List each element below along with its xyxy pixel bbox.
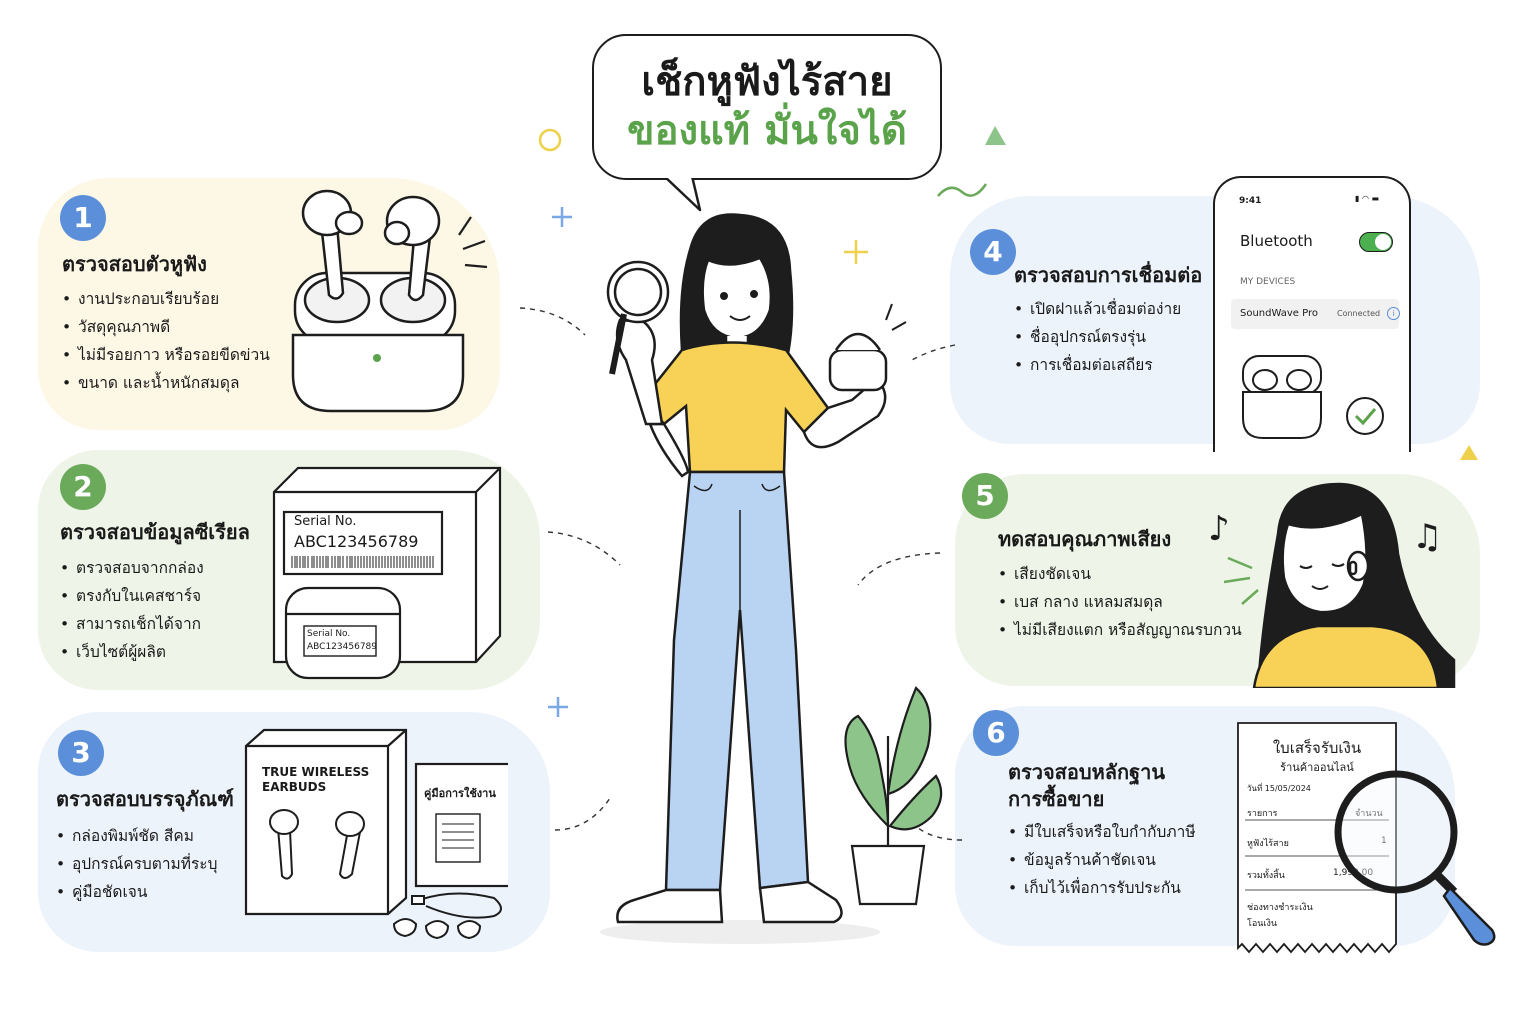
svg-text:♪: ♪ [1208, 509, 1230, 549]
svg-text:♫: ♫ [1412, 517, 1442, 557]
title-main: เช็กหูฟังไร้สาย [641, 59, 893, 105]
section-4-bullets: เปิดฝาแล้วเชื่อมต่อง่าย ชื่ออุปกรณ์ตรงรุ… [1014, 295, 1181, 379]
receipt-total-label: รวมทั้งสิ้น [1247, 871, 1285, 881]
receipt-col-qty: จำนวน [1355, 809, 1383, 819]
title-subtitle: ของแท้ มั่นใจได้ [627, 108, 907, 154]
phone-status-icons: ▮ ◠ ▬ [1355, 194, 1380, 203]
phone-illustration: 9:41 ▮ ◠ ▬ Bluetooth MY DEVICES SoundWav… [1213, 176, 1411, 452]
receipt-payment-value: โอนเงิน [1247, 919, 1278, 929]
woman-with-magnifier-illustration [600, 213, 907, 944]
phone-status-time: 9:41 [1239, 196, 1262, 206]
section-3-bullet: คู่มือชัดเจน [56, 878, 217, 906]
package-illustration: TRUE WIRELESS EARBUDS คู่มือการใช้งาน [244, 728, 508, 948]
bluetooth-label: Bluetooth [1240, 232, 1313, 250]
box-serial-number: ABC123456789 [294, 532, 419, 551]
section-2-bullet: ตรงกับในเคสชาร์จ [60, 582, 204, 610]
section-4-title: ตรวจสอบการเชื่อมต่อ [1014, 263, 1203, 287]
box-serial-label: Serial No. [294, 514, 357, 529]
section-6-badge: 6 [973, 710, 1019, 756]
section-3-title: ตรวจสอบบรรจุภัณฑ์ [56, 787, 234, 811]
device-status: Connected [1337, 309, 1381, 318]
section-4-bullet: ชื่ออุปกรณ์ตรงรุ่น [1014, 323, 1181, 351]
magnifier-icon [1334, 770, 1496, 946]
section-1-bullet: งานประกอบเรียบร้อย [62, 285, 270, 313]
manual-title: คู่มือการใช้งาน [424, 787, 496, 800]
section-5-bullet: ไม่มีเสียงแตก หรือสัญญาณรบกวน [998, 616, 1242, 644]
my-devices-heading: MY DEVICES [1240, 277, 1296, 287]
speech-bubble-tail [662, 174, 702, 212]
earbuds-case-illustration [291, 189, 488, 413]
woman-listening-illustration [1223, 482, 1456, 688]
section-5-bullets: เสียงชัดเจน เบส กลาง แหลมสมดุล ไม่มีเสีย… [998, 560, 1242, 644]
receipt-date: วันที่ 15/05/2024 [1247, 784, 1311, 793]
section-1-title: ตรวจสอบตัวหูฟัง [62, 252, 207, 276]
bluetooth-toggle-knob [1375, 234, 1391, 250]
bluetooth-toggle[interactable] [1359, 232, 1393, 252]
section-6-title-line2: การซื้อขาย [1008, 787, 1105, 811]
section-4-bullet: เปิดฝาแล้วเชื่อมต่อง่าย [1014, 295, 1181, 323]
receipt-item-qty: 1 [1381, 836, 1387, 846]
section-6-bullets: มีใบเสร็จหรือใบกำกับภาษี ข้อมูลร้านค้าชั… [1008, 818, 1196, 902]
section-6-bullet: เก็บไว้เพื่อการรับประกัน [1008, 874, 1196, 902]
device-name: SoundWave Pro [1240, 308, 1318, 319]
section-1-bullet: ไม่มีรอยกาว หรือรอยขีดข่วน [62, 341, 270, 369]
serial-barcode [291, 556, 434, 568]
section-6-bullet: มีใบเสร็จหรือใบกำกับภาษี [1008, 818, 1196, 846]
receipt-item-name: หูฟังไร้สาย [1247, 839, 1289, 849]
section-4-badge: 4 [970, 229, 1016, 275]
receipt-title: ใบเสร็จรับเงิน [1272, 739, 1362, 757]
section-2-bullets: ตรวจสอบจากกล่อง ตรงกับในเคสชาร์จ สามารถเ… [60, 554, 204, 666]
plant-illustration [844, 686, 943, 906]
title-speech-bubble: เช็กหูฟังไร้สาย ของแท้ มั่นใจได้ [592, 34, 942, 180]
section-2-bullet: สามารถเช็กได้จาก [60, 610, 204, 638]
section-5-bullet: เสียงชัดเจน [998, 560, 1242, 588]
section-2-bullet: ตรวจสอบจากกล่อง [60, 554, 204, 582]
section-5-bullet: เบส กลาง แหลมสมดุล [998, 588, 1242, 616]
section-1-bullets: งานประกอบเรียบร้อย วัสดุคุณภาพดี ไม่มีรอ… [62, 285, 270, 397]
package-label-line1: TRUE WIRELESS [262, 765, 370, 779]
section-3-bullet: กล่องพิมพ์ชัด สีคม [56, 822, 217, 850]
phone-earbuds-case [1242, 355, 1384, 439]
section-6-bullet: ข้อมูลร้านค้าชัดเจน [1008, 846, 1196, 874]
section-2-title: ตรวจสอบข้อมูลซีเรียล [60, 520, 250, 544]
receipt-shop: ร้านค้าออนไลน์ [1280, 761, 1354, 774]
case-serial-number: ABC123456789 [307, 642, 377, 652]
section-1-bullet: ขนาด และน้ำหนักสมดุล [62, 369, 270, 397]
case-serial-label: Serial No. [307, 629, 351, 639]
section-1-badge: 1 [60, 195, 106, 241]
section-3-bullets: กล่องพิมพ์ชัด สีคม อุปกรณ์ครบตามที่ระบุ … [56, 822, 217, 906]
serial-box-illustration: Serial No. ABC123456789 Serial No. ABC12… [272, 466, 502, 684]
section-2-bullet-continued: เว็บไซต์ผู้ผลิต [60, 638, 204, 666]
section-6-title-line1: ตรวจสอบหลักฐาน [1008, 760, 1166, 784]
section-1-bullet: วัสดุคุณภาพดี [62, 313, 270, 341]
section-2-badge: 2 [60, 464, 106, 510]
section-5-title: ทดสอบคุณภาพเสียง [998, 527, 1172, 551]
receipt-payment-label: ช่องทางชำระเงิน [1247, 903, 1313, 913]
section-3-badge: 3 [58, 730, 104, 776]
music-notes-icon: ♪ ♫ [1208, 509, 1442, 557]
section-4-bullet: การเชื่อมต่อเสถียร [1014, 351, 1181, 379]
receipt-col-item: รายการ [1247, 809, 1278, 819]
info-icon[interactable]: i [1387, 307, 1400, 320]
package-label-line2: EARBUDS [262, 780, 327, 794]
device-row[interactable]: SoundWave Pro Connected i [1231, 299, 1400, 329]
section-3-bullet: อุปกรณ์ครบตามที่ระบุ [56, 850, 217, 878]
section-5-badge: 5 [962, 473, 1008, 519]
